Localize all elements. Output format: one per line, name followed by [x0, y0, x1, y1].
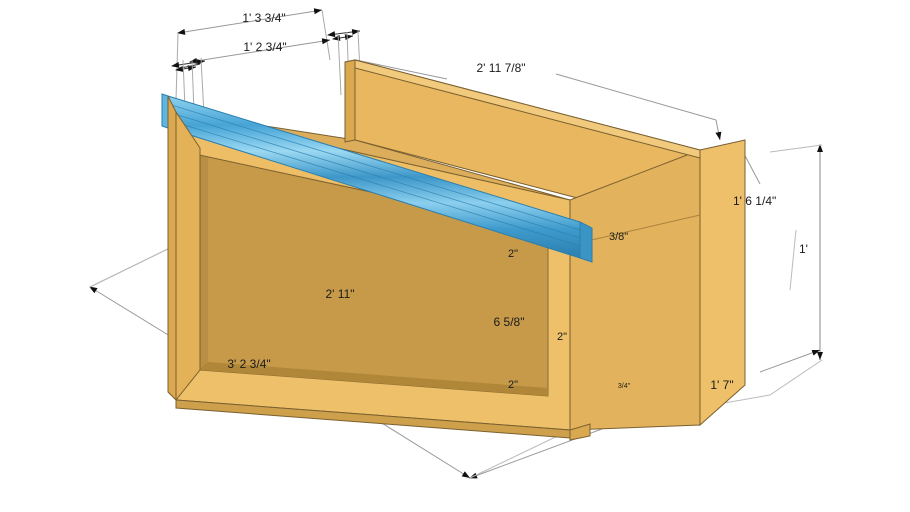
dim-front-side-gap: 2"	[557, 331, 567, 343]
cabinet-model[interactable]	[161, 59, 746, 441]
dim-bottom-thickness: 3/4"	[618, 383, 631, 390]
leader-back-length-right	[555, 73, 717, 121]
dim-back-length: 2' 11 7/8"	[476, 61, 525, 75]
front-panel-left-bevel	[200, 148, 208, 370]
bottom-right-corner-block	[569, 423, 591, 441]
dimline-top-width-outer	[177, 8, 323, 35]
blue-rail-right-cap	[579, 221, 593, 263]
front-panel-bottom-bevel	[200, 362, 548, 396]
leader-overall-height	[789, 229, 797, 291]
dim-front-length: 2' 11"	[325, 287, 354, 301]
blue-rail-left-cap	[161, 93, 169, 129]
back-panel-left-stile	[344, 59, 356, 143]
dim-rail-thickness: 3/8"	[609, 231, 628, 243]
dim-base-diagonal: 3' 2 3/4"	[227, 357, 270, 371]
blue-rail-grooves	[167, 103, 581, 247]
dimline-base-depth-right	[759, 349, 821, 373]
dim-front-bottom-gap: 2"	[508, 379, 518, 391]
left-end-inner-return	[175, 110, 201, 402]
dim-base-depth: 1' 7"	[710, 378, 733, 392]
dim-top-width-inner: 1' 2 3/4"	[243, 40, 286, 54]
dimline-top-width-inner	[189, 38, 331, 64]
left-end-panel-edge[interactable]	[167, 95, 177, 402]
dimline-back-length-tick	[715, 119, 722, 141]
dim-front-top-gap: 2"	[508, 248, 518, 260]
dim-overall-height: 1'	[799, 242, 808, 256]
dimension-labels: 1' 3 3/4" 1' 2 3/4" 2' 11 7/8" 3/8" 1' 6…	[227, 11, 808, 392]
dim-top-width-outer: 1' 3 3/4"	[242, 11, 285, 25]
right-end-panel-inner[interactable]	[569, 149, 701, 431]
dim-front-panel-height: 6 5/8"	[494, 315, 525, 329]
dim-right-height: 1' 6 1/4"	[733, 194, 776, 208]
leader-back-length-left	[355, 59, 448, 80]
